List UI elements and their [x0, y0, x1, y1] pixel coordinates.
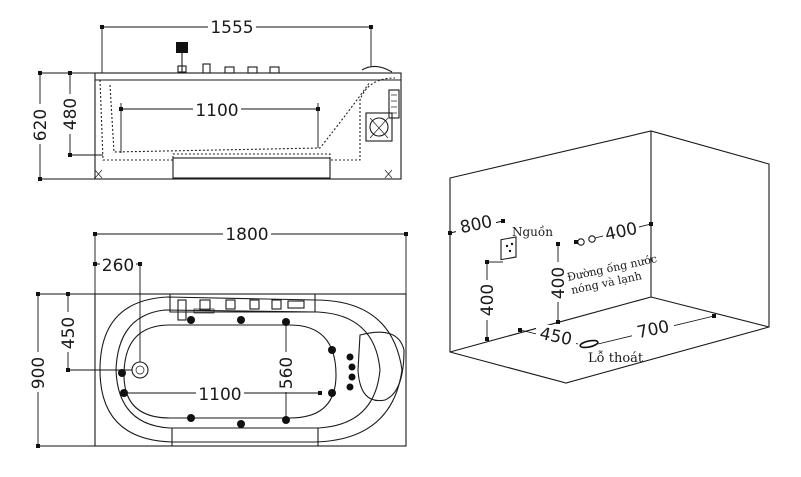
- headrest-pillow: [357, 331, 405, 402]
- dim-top-inner-width: 560: [277, 357, 297, 389]
- dim-pipe-height-label: 400: [549, 267, 569, 299]
- pipe-outlets: 400: [574, 219, 653, 246]
- dim-1555: 1555: [100, 17, 373, 73]
- dim-1100-top: 1100: [122, 384, 322, 405]
- top-faucets: [177, 299, 305, 321]
- tub-plinth: [172, 157, 331, 179]
- dim-450: 450: [59, 292, 132, 372]
- drain-circle: [131, 361, 149, 379]
- tub-bowl-ring: [115, 309, 381, 429]
- dim-560: 560: [277, 320, 297, 422]
- step-lines: [171, 428, 319, 446]
- room-floor-edge-left: [449, 296, 652, 353]
- tub-front-body: [94, 72, 402, 180]
- power-socket: [500, 236, 517, 261]
- tub-basin-inner: [123, 324, 337, 419]
- power-label: Nguồn: [512, 224, 553, 239]
- tub-feet: [94, 169, 393, 179]
- dim-top-length: 1800: [225, 225, 268, 245]
- dim-front-total-width: 1555: [210, 18, 253, 38]
- faucet-set: [176, 42, 280, 74]
- dim-620: 620: [31, 71, 95, 181]
- dim-top-inner-length: 1100: [198, 385, 241, 405]
- drain-label: Lỗ thoát: [588, 350, 644, 366]
- dim-power-drop: 400: [478, 260, 503, 341]
- dim-front-inner-width: 1100: [195, 101, 238, 121]
- room-floor-edge-right: [650, 296, 770, 328]
- dim-800: 800: [448, 212, 505, 238]
- dim-top-width: 900: [29, 357, 49, 389]
- tub-bowl-outer: [99, 296, 403, 443]
- dim-floor: 450 700: [518, 314, 716, 350]
- dim-260: 260: [93, 255, 142, 362]
- dim-top-half-width: 450: [59, 317, 79, 349]
- dim-power-drop-label: 400: [478, 284, 498, 316]
- dim-front-total-height: 620: [31, 109, 51, 141]
- dim-pipe-height: 400: [549, 242, 569, 324]
- tub-inner-profile-2: [109, 81, 371, 153]
- tub-inner-profile: [99, 77, 396, 161]
- room-view: Nguồn 800 400 400: [448, 130, 770, 384]
- top-view: 1800 260 900 450: [29, 224, 408, 448]
- room-box-outline: [449, 130, 770, 384]
- dim-1100-front: 1100: [119, 100, 320, 153]
- dim-900: 900: [29, 292, 95, 448]
- pump-motor: [361, 65, 400, 142]
- faucet-deck: [169, 294, 316, 313]
- dim-top-offset: 260: [102, 256, 134, 276]
- dim-480: 480: [61, 71, 103, 157]
- dim-front-inner-height: 480: [61, 98, 81, 130]
- drain-opening: [579, 339, 599, 349]
- front-view: 1555 1100 620 480: [31, 17, 402, 181]
